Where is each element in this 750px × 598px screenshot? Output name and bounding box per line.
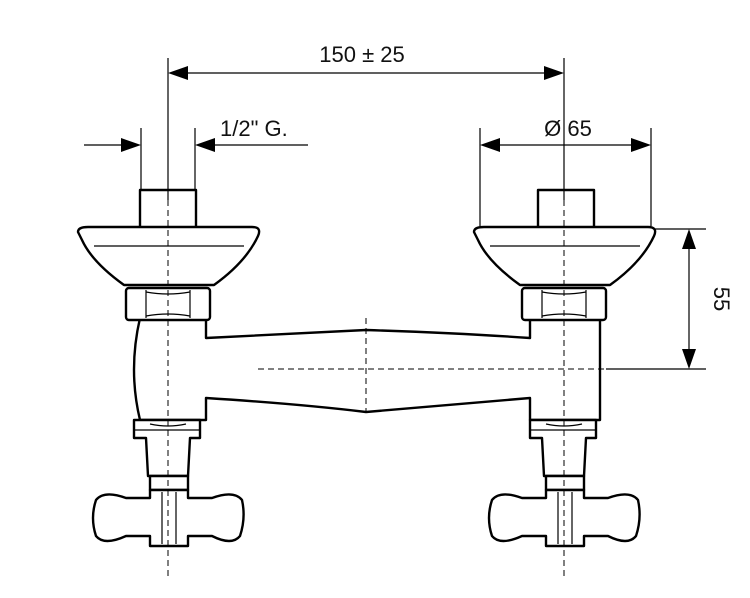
right-valve — [487, 418, 641, 548]
thread-label: 1/2" G. — [220, 116, 288, 141]
center-lines — [167, 200, 612, 580]
height-label: 55 — [709, 287, 734, 311]
flange-diameter-label: Ø 65 — [544, 116, 592, 141]
left-connector — [76, 188, 261, 322]
arrow-right — [544, 66, 564, 80]
arrow-left — [168, 66, 188, 80]
dimension-thread: 1/2" G. — [84, 116, 308, 190]
arrow-diameter-left — [480, 138, 500, 152]
arrow-thread-right — [195, 138, 215, 152]
dimension-flange-diameter: Ø 65 — [479, 116, 652, 226]
arrow-height-bottom — [682, 349, 696, 369]
dimension-height: 55 — [606, 228, 734, 370]
left-valve — [91, 418, 245, 548]
center-distance-label: 150 ± 25 — [319, 42, 404, 67]
arrow-height-top — [682, 229, 696, 249]
arrow-diameter-right — [631, 138, 651, 152]
arrow-thread-left — [121, 138, 141, 152]
right-connector — [472, 188, 657, 322]
dimension-center-distance: 150 ± 25 — [167, 42, 565, 200]
